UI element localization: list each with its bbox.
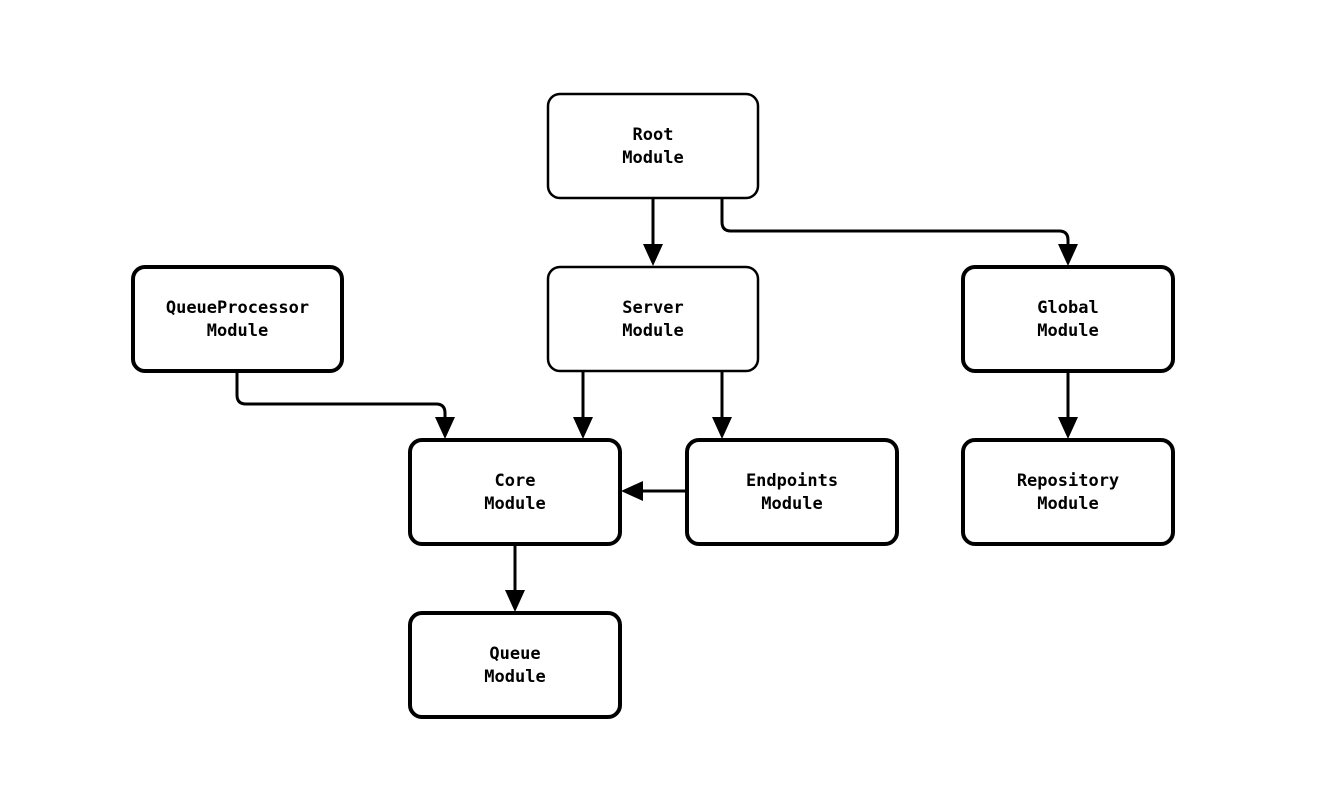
root-module-node-label-line1: Root [633,125,674,145]
edges-layer [235,198,1078,612]
repository-module-node-label-line2: Module [1037,494,1098,514]
queueprocessor-module-node-label-line1: QueueProcessor [166,298,309,318]
server-module-node-label-line1: Server [622,298,683,318]
queue-module-node-label-line1: Queue [489,644,540,664]
global-module-node-label-line2: Module [1037,321,1098,341]
edge-root-to-server-arrowhead-icon [643,244,663,266]
edge-root-to-server [643,198,663,266]
queueprocessor-module-node-box[interactable] [131,265,344,373]
root-module-node-box[interactable] [546,92,760,200]
edge-server-to-endpoints [712,371,732,439]
edge-server-to-core [573,371,593,439]
edge-root-to-global-arrowhead-icon [1058,244,1078,266]
edge-root-to-global-line [720,198,1070,254]
server-module-node-label-line2: Module [622,321,683,341]
edge-core-to-queue-arrowhead-icon [505,590,525,612]
queueprocessor-module-node-label-line2: Module [207,321,268,341]
core-module-node-label-line1: Core [495,471,536,491]
edge-server-to-core-arrowhead-icon [573,417,593,439]
edge-queueprocessor-to-core-line [235,371,447,427]
repository-module-node-label-line1: Repository [1017,471,1119,491]
core-module-node-box[interactable] [408,438,622,546]
edge-queueprocessor-to-core [235,371,455,439]
core-module-node-label-line2: Module [484,494,545,514]
edge-root-to-global [720,198,1078,266]
endpoints-module-node-label-line1: Endpoints [746,471,838,491]
server-module-node-box[interactable] [546,265,760,373]
edge-global-to-repository [1058,371,1078,439]
queue-module-node-box[interactable] [408,611,622,719]
endpoints-module-node-box[interactable] [685,438,899,546]
global-module-node-box[interactable] [961,265,1175,373]
edge-server-to-endpoints-arrowhead-icon [712,417,732,439]
edge-global-to-repository-arrowhead-icon [1058,417,1078,439]
edge-endpoints-to-core-arrowhead-icon [621,481,643,501]
edge-core-to-queue [505,544,525,612]
repository-module-node-box[interactable] [961,438,1175,546]
root-module-node-label-line2: Module [622,148,683,168]
global-module-node-label-line1: Global [1037,298,1098,318]
endpoints-module-node-label-line2: Module [761,494,822,514]
edge-endpoints-to-core [621,481,687,501]
queue-module-node-label-line2: Module [484,667,545,687]
edge-queueprocessor-to-core-arrowhead-icon [435,417,455,439]
